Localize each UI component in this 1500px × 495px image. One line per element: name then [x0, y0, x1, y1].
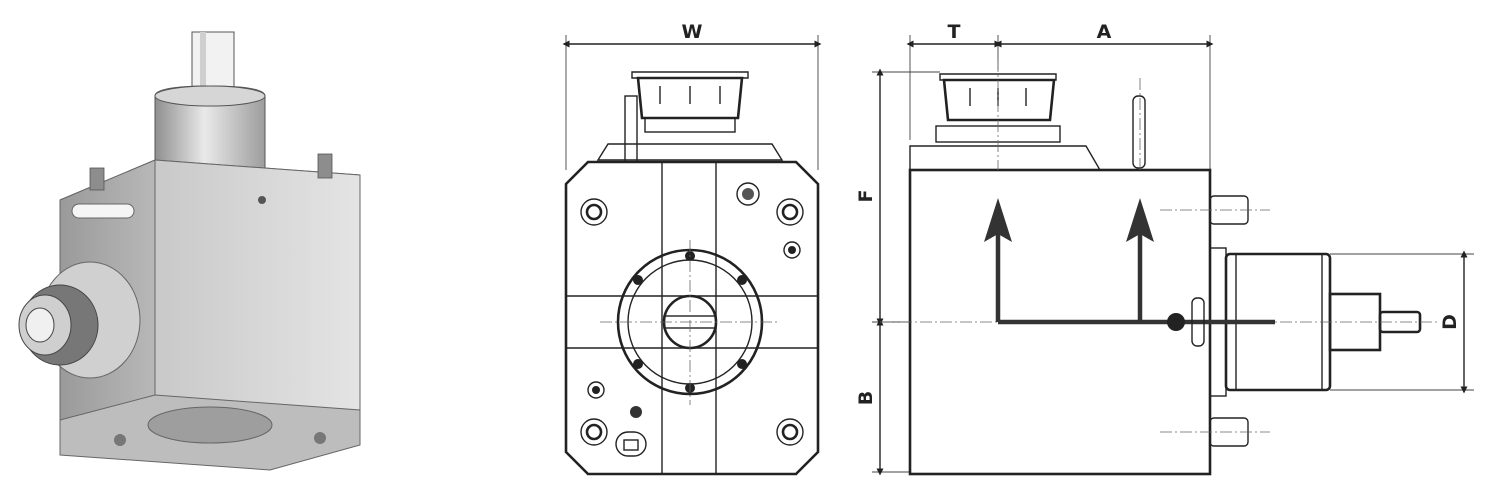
dimension-t-label: T [948, 21, 961, 43]
side-pin [1132, 95, 1146, 169]
iso-front-face [154, 159, 361, 421]
dimension-f-label: F [855, 190, 877, 203]
isometric-view [18, 31, 361, 471]
flow-arrow-right [1126, 198, 1154, 242]
side-view: T A F B [855, 21, 1474, 476]
front-body [564, 160, 820, 476]
dimension-a-label: A [1097, 21, 1112, 43]
flow-inlet [1167, 313, 1185, 331]
iso-spindle [191, 31, 235, 91]
flow-arrow-left [984, 198, 1012, 242]
front-pin [624, 95, 638, 163]
dimension-w-label: W [682, 21, 703, 43]
front-collet-nut [636, 76, 744, 120]
coolant-flow-path [984, 198, 1275, 347]
side-collet-nut [942, 78, 1056, 122]
front-mount-holes [580, 198, 804, 446]
dimension-b-label: B [855, 391, 877, 405]
front-lube-fitting [615, 431, 647, 457]
front-view: W [562, 21, 822, 476]
dimension-d-label: D [1439, 314, 1461, 330]
